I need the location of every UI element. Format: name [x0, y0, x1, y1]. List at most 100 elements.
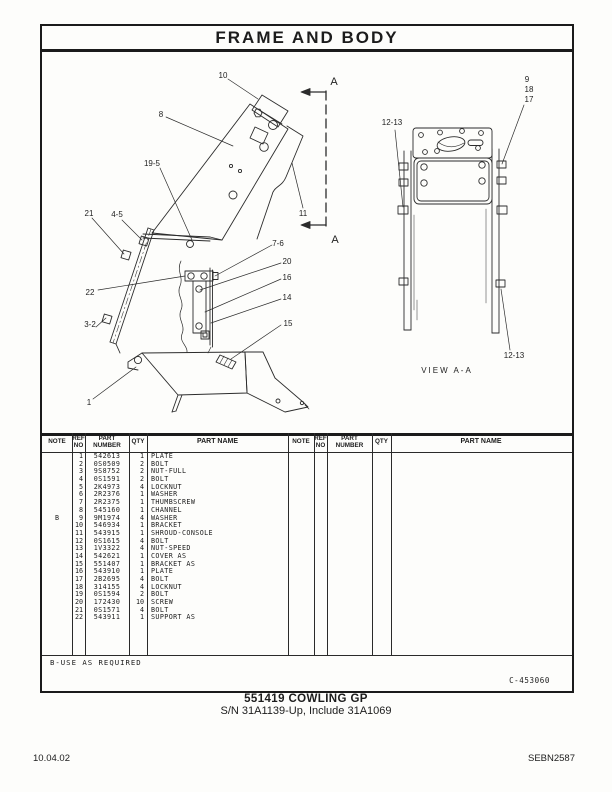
- svg-text:22: 22: [86, 288, 95, 297]
- cell-note: [42, 553, 72, 561]
- caption-subtitle: S/N 31A1139-Up, Include 31A1069: [220, 705, 392, 717]
- svg-text:17: 17: [525, 95, 534, 104]
- svg-text:4-5: 4-5: [111, 210, 123, 219]
- svg-text:8: 8: [159, 110, 164, 119]
- cell-part: 551407: [93, 560, 121, 568]
- wedge-item15: [215, 354, 237, 370]
- channel-item16: [192, 280, 207, 334]
- panel-item8: [151, 103, 289, 241]
- cell-ref: 20: [74, 599, 83, 607]
- svg-text:3-2: 3-2: [84, 320, 96, 329]
- cell-name: SUPPORT AS: [151, 614, 196, 622]
- cell-qty: 4: [139, 583, 144, 591]
- cell-name: PLATE: [151, 453, 174, 460]
- cell-qty: 1: [139, 491, 144, 499]
- cell-ref: 6: [78, 491, 83, 499]
- cell-note: [42, 461, 72, 469]
- cell-note: [42, 468, 72, 476]
- footer-date: 10.04.02: [33, 753, 70, 764]
- table-top-rule: [42, 433, 572, 436]
- cell-ref: 10: [74, 522, 83, 530]
- cell-part: 1V3322: [93, 545, 121, 553]
- cell-note: [42, 568, 72, 576]
- cell-note: [42, 576, 72, 584]
- svg-text:12-13: 12-13: [504, 351, 525, 360]
- col-header-ref: REF: [314, 435, 327, 442]
- cell-name: COVER AS: [151, 552, 187, 560]
- svg-text:21: 21: [85, 209, 94, 218]
- cell-part: 0S0509: [93, 460, 121, 468]
- svg-text:12-13: 12-13: [382, 118, 403, 127]
- page-border: FRAME AND BODY: [40, 24, 574, 693]
- cell-name: CHANNEL: [151, 506, 182, 514]
- cell-qty: 4: [139, 483, 144, 491]
- cell-name: WASHER: [151, 514, 178, 522]
- svg-text:16: 16: [283, 273, 292, 282]
- col-line: [147, 433, 148, 655]
- page-title: FRAME AND BODY: [215, 27, 399, 47]
- bolt-item32: [101, 313, 113, 325]
- cell-qty: 4: [139, 576, 144, 583]
- cell-qty: 1: [139, 506, 144, 514]
- cell-part: 542621: [93, 552, 121, 560]
- col-header-ref: REF: [72, 435, 85, 442]
- cell-name: BOLT: [151, 591, 169, 599]
- cell-note: [42, 599, 72, 607]
- cell-name: BRACKET: [151, 522, 182, 530]
- cell-name: BOLT: [151, 576, 169, 583]
- cell-note: [42, 614, 72, 622]
- cell-note: [42, 453, 72, 461]
- cell-part: 545160: [93, 506, 121, 514]
- svg-text:11: 11: [299, 209, 308, 218]
- cell-ref: 2: [78, 460, 83, 468]
- cell-name: BOLT: [151, 606, 169, 614]
- svg-text:A: A: [331, 234, 339, 246]
- cell-ref: 13: [74, 545, 83, 553]
- figure-code: C-453060: [509, 676, 550, 685]
- cell-qty: 1: [139, 614, 144, 622]
- col-line: [372, 433, 373, 655]
- cell-name: BRACKET AS: [151, 560, 196, 568]
- cell-part: 9S8752: [93, 468, 121, 476]
- svg-text:7-6: 7-6: [272, 239, 284, 248]
- cell-qty: 1: [139, 552, 144, 560]
- cell-note: [42, 522, 72, 530]
- cell-note: [42, 561, 72, 569]
- cell-ref: 22: [74, 614, 83, 622]
- cell-qty: 2: [139, 476, 144, 484]
- col-line: [72, 433, 73, 655]
- cell-ref: 17: [74, 576, 83, 583]
- cell-part: 2R2376: [93, 491, 121, 499]
- cell-qty: 10: [135, 599, 144, 607]
- cell-ref: 9: [78, 514, 83, 522]
- cell-note: [42, 476, 72, 484]
- col-header-name: PART NAME: [460, 438, 502, 445]
- cell-name: SCREW: [151, 599, 174, 607]
- cell-note: [42, 545, 72, 553]
- cell-name: BOLT: [151, 476, 169, 484]
- cell-part: 314155: [93, 583, 121, 591]
- cap-item10: [251, 94, 289, 128]
- cell-name: LOCKNUT: [151, 583, 182, 591]
- cell-ref: 21: [74, 606, 83, 614]
- svg-text:1: 1: [87, 398, 92, 407]
- header-bottom-rule: [42, 451, 572, 453]
- cell-ref: 7: [78, 499, 83, 507]
- svg-text:10: 10: [219, 71, 228, 80]
- cell-note: B: [54, 514, 60, 522]
- svg-text:14: 14: [283, 293, 292, 302]
- cell-note: [42, 607, 72, 615]
- cell-ref: 3: [78, 468, 83, 476]
- col-header-note: NOTE: [292, 438, 310, 445]
- exploded-view-diagram: 10 8 19-5 11 21 4-5 22 3-2 1 7-6 20 16 1…: [84, 71, 534, 413]
- cell-qty: 2: [139, 468, 144, 476]
- svg-text:19-5: 19-5: [144, 159, 161, 168]
